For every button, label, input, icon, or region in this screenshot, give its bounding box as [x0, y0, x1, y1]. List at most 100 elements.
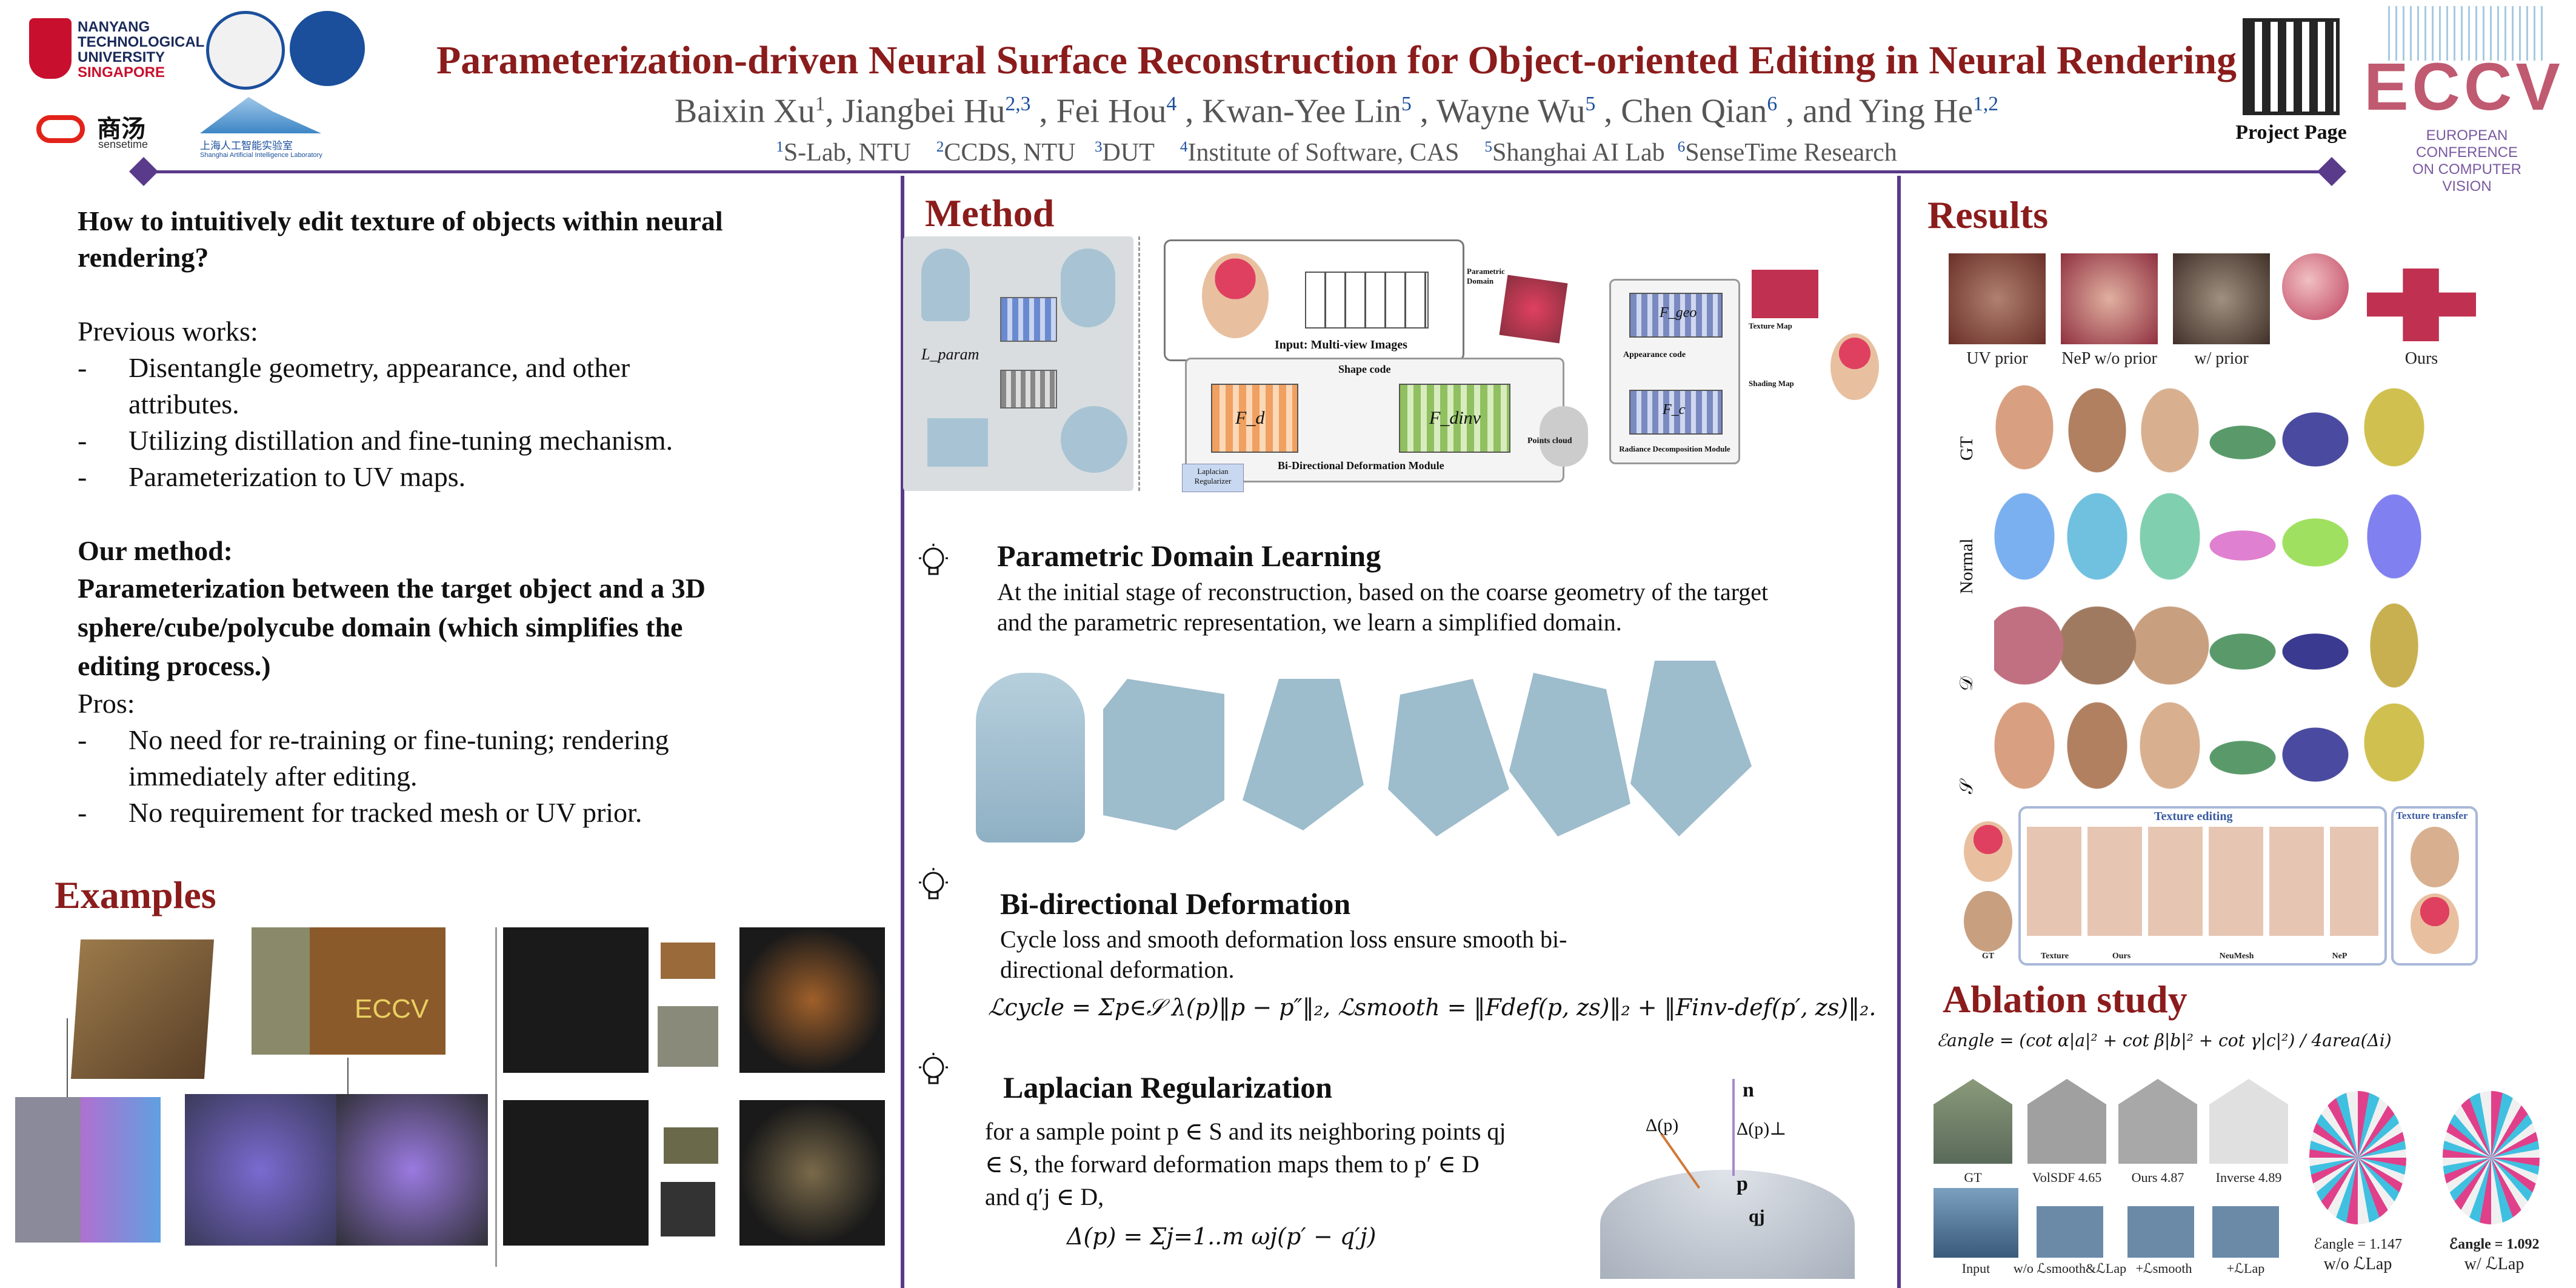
- radiance-module: F_geo Appearance code F_c Radiance Decom…: [1609, 279, 1740, 464]
- dut-seal-icon: [206, 11, 285, 90]
- face-icon: [1202, 253, 1269, 338]
- method-diagram: L_param Input: Multi-view Images Shape c…: [903, 236, 1897, 497]
- row-label: 𝒮: [1957, 779, 1977, 794]
- texture-editing-label: Texture editing: [2154, 810, 2233, 823]
- bidir-label: Bi-Directional Deformation Module: [1278, 459, 1444, 472]
- eccv-texture-image: ECCV: [252, 927, 445, 1055]
- qr-code-icon[interactable]: [2243, 18, 2340, 115]
- house-ablation-image: [2127, 1206, 2194, 1258]
- caption-nep: NeP w/o prior: [2061, 349, 2157, 368]
- shlab-logo: 上海人工智能实验室 Shanghai Artificial Intelligen…: [200, 97, 339, 164]
- house-ablation-image: [2212, 1206, 2279, 1258]
- edit-caption-gt: GT: [1981, 952, 1995, 961]
- mlp-block: [1000, 370, 1057, 409]
- sensetime-cn: 商汤: [97, 115, 145, 143]
- figure-divider: [495, 927, 497, 1267]
- ntu-line1: NANYANG: [78, 19, 150, 35]
- house-input-image: [1934, 1188, 2018, 1258]
- points-cloud-label: Points cloud: [1527, 436, 1572, 445]
- transfer-face-image: [2411, 827, 2459, 887]
- caption-uv-prior: UV prior: [1966, 349, 2028, 368]
- edited-box-image: [336, 1094, 488, 1246]
- pdl-text: At the initial stage of reconstruction, …: [997, 578, 1769, 636]
- input-images-label: Input: Multi-view Images: [1275, 338, 1407, 352]
- house-inverse-image: [2209, 1079, 2288, 1164]
- row-label: GT: [1957, 436, 1977, 461]
- method-title: Method: [925, 192, 1055, 235]
- head-icon: [1061, 249, 1115, 327]
- header: NANYANG TECHNOLOGICAL UNIVERSITY SINGAPO…: [0, 0, 2576, 195]
- lightbulb-icon: [915, 867, 952, 903]
- caption-ours: Ours: [2404, 349, 2438, 368]
- point-p-label: p: [1737, 1173, 1748, 1195]
- method-heading: Our method:: [78, 535, 233, 566]
- appearance-code-label: Appearance code: [1623, 350, 1686, 359]
- bust-icon: [921, 249, 970, 321]
- lightbulb-icon: [915, 542, 952, 579]
- radiance-label: Radiance Decomposition Module: [1619, 444, 1730, 453]
- lr-formula: Δ(p) = Σj=1..m ωj(p′ − q′j): [1067, 1223, 1376, 1250]
- surface-row: [1994, 697, 2455, 794]
- ablation-caption: GT: [1964, 1170, 1982, 1185]
- fc-block: [1629, 390, 1723, 435]
- angle-value-wo: ℰangle = 1.147: [2313, 1236, 2403, 1252]
- results-title: Results: [1927, 193, 2049, 236]
- truck-texture-image: [664, 1127, 718, 1164]
- angle-label-w: w/ ℒLap: [2464, 1255, 2524, 1273]
- edit-caption-ours: Ours: [2112, 952, 2131, 961]
- fgeo-label: F_geo: [1660, 305, 1697, 321]
- surface-image: [1600, 1170, 1855, 1279]
- affiliation-list: 1S-Lab, NTU 2CCDS, NTU 3DUT 4Institute o…: [776, 139, 1897, 167]
- column-divider: [901, 176, 904, 1288]
- bd-formula: ℒcycle = Σp∈𝒮 λ(p)‖p − p″‖₂, ℒsmooth = ‖…: [988, 994, 1877, 1021]
- fd-label: F_d: [1235, 408, 1265, 428]
- edit-caption-texture: Texture: [2041, 952, 2069, 961]
- ablation-caption: Inverse 4.89: [2215, 1170, 2282, 1185]
- list-item: -Disentangle geometry, appearance, and o…: [78, 352, 630, 419]
- image-stack-icon: [1305, 272, 1429, 329]
- delta-perp-label: Δ(p)⊥: [1737, 1119, 1787, 1139]
- project-page-label[interactable]: Project Page: [2235, 121, 2347, 144]
- nep-image: [2061, 253, 2158, 344]
- list-item: -Parameterization to UV maps.: [78, 461, 466, 492]
- house-ours-image: [2118, 1079, 2197, 1164]
- motivation-question: How to intuitively edit texture of objec…: [78, 205, 723, 273]
- ntu-crest-icon: [29, 18, 72, 79]
- ablation-caption: +ℒLap: [2226, 1261, 2265, 1276]
- polycube-icon: [927, 418, 988, 467]
- normal-box-image: [15, 1097, 161, 1243]
- list-item: -Utilizing distillation and fine-tuning …: [78, 425, 673, 456]
- sofa-mesh-image: [658, 1006, 718, 1067]
- author: Chen Qian: [1621, 92, 1767, 130]
- shape-code-label: Shape code: [1338, 363, 1391, 375]
- polycube-image: [1243, 679, 1364, 830]
- affiliation: S-Lab, NTU: [783, 139, 911, 167]
- sofa-texture-image: [661, 943, 715, 979]
- shlab-cn: 上海人工智能实验室: [200, 140, 293, 152]
- left-column: How to intuitively edit texture of objec…: [78, 203, 744, 831]
- points-cloud-icon: [1540, 406, 1588, 467]
- fc-label: F_c: [1663, 402, 1686, 418]
- gt-row: [1994, 382, 2455, 479]
- arrow-up-icon: [67, 1018, 68, 1109]
- author-list: Baixin Xu1, Jiangbei Hu2,3 , Fei Hou4 , …: [674, 92, 1999, 130]
- method-summary: Parameterization between the target obje…: [78, 573, 706, 681]
- ablation-caption: w/o ℒsmooth&ℒLap: [2013, 1261, 2127, 1276]
- ours-cube-image: [2367, 269, 2476, 341]
- author: Kwan-Yee Lin: [1202, 92, 1401, 130]
- output-face-icon: [1830, 333, 1879, 400]
- ablation-caption: Ours 4.87: [2131, 1170, 2184, 1185]
- house-gt-image: [1934, 1079, 2012, 1164]
- angle-formula: ℰangle = (cot α|a|² + cot β|b|² + cot γ|…: [1937, 1030, 2392, 1050]
- ours-sphere-image: [2282, 253, 2349, 320]
- author: Ying He: [1858, 92, 1974, 130]
- author: Baixin Xu: [674, 92, 815, 130]
- normal-row: [1994, 485, 2455, 588]
- author: Wayne Wu: [1436, 92, 1586, 130]
- row-label: 𝒟: [1957, 676, 1977, 691]
- results-grid: GT Normal 𝒟 𝒮: [1957, 376, 2461, 794]
- ntu-logo: NANYANG TECHNOLOGICAL UNIVERSITY SINGAPO…: [29, 18, 211, 85]
- shlab-en: Shanghai Artificial Intelligence Laborat…: [200, 152, 322, 159]
- transfer-face-image: [2411, 893, 2459, 954]
- previous-heading: Previous works:: [78, 316, 258, 347]
